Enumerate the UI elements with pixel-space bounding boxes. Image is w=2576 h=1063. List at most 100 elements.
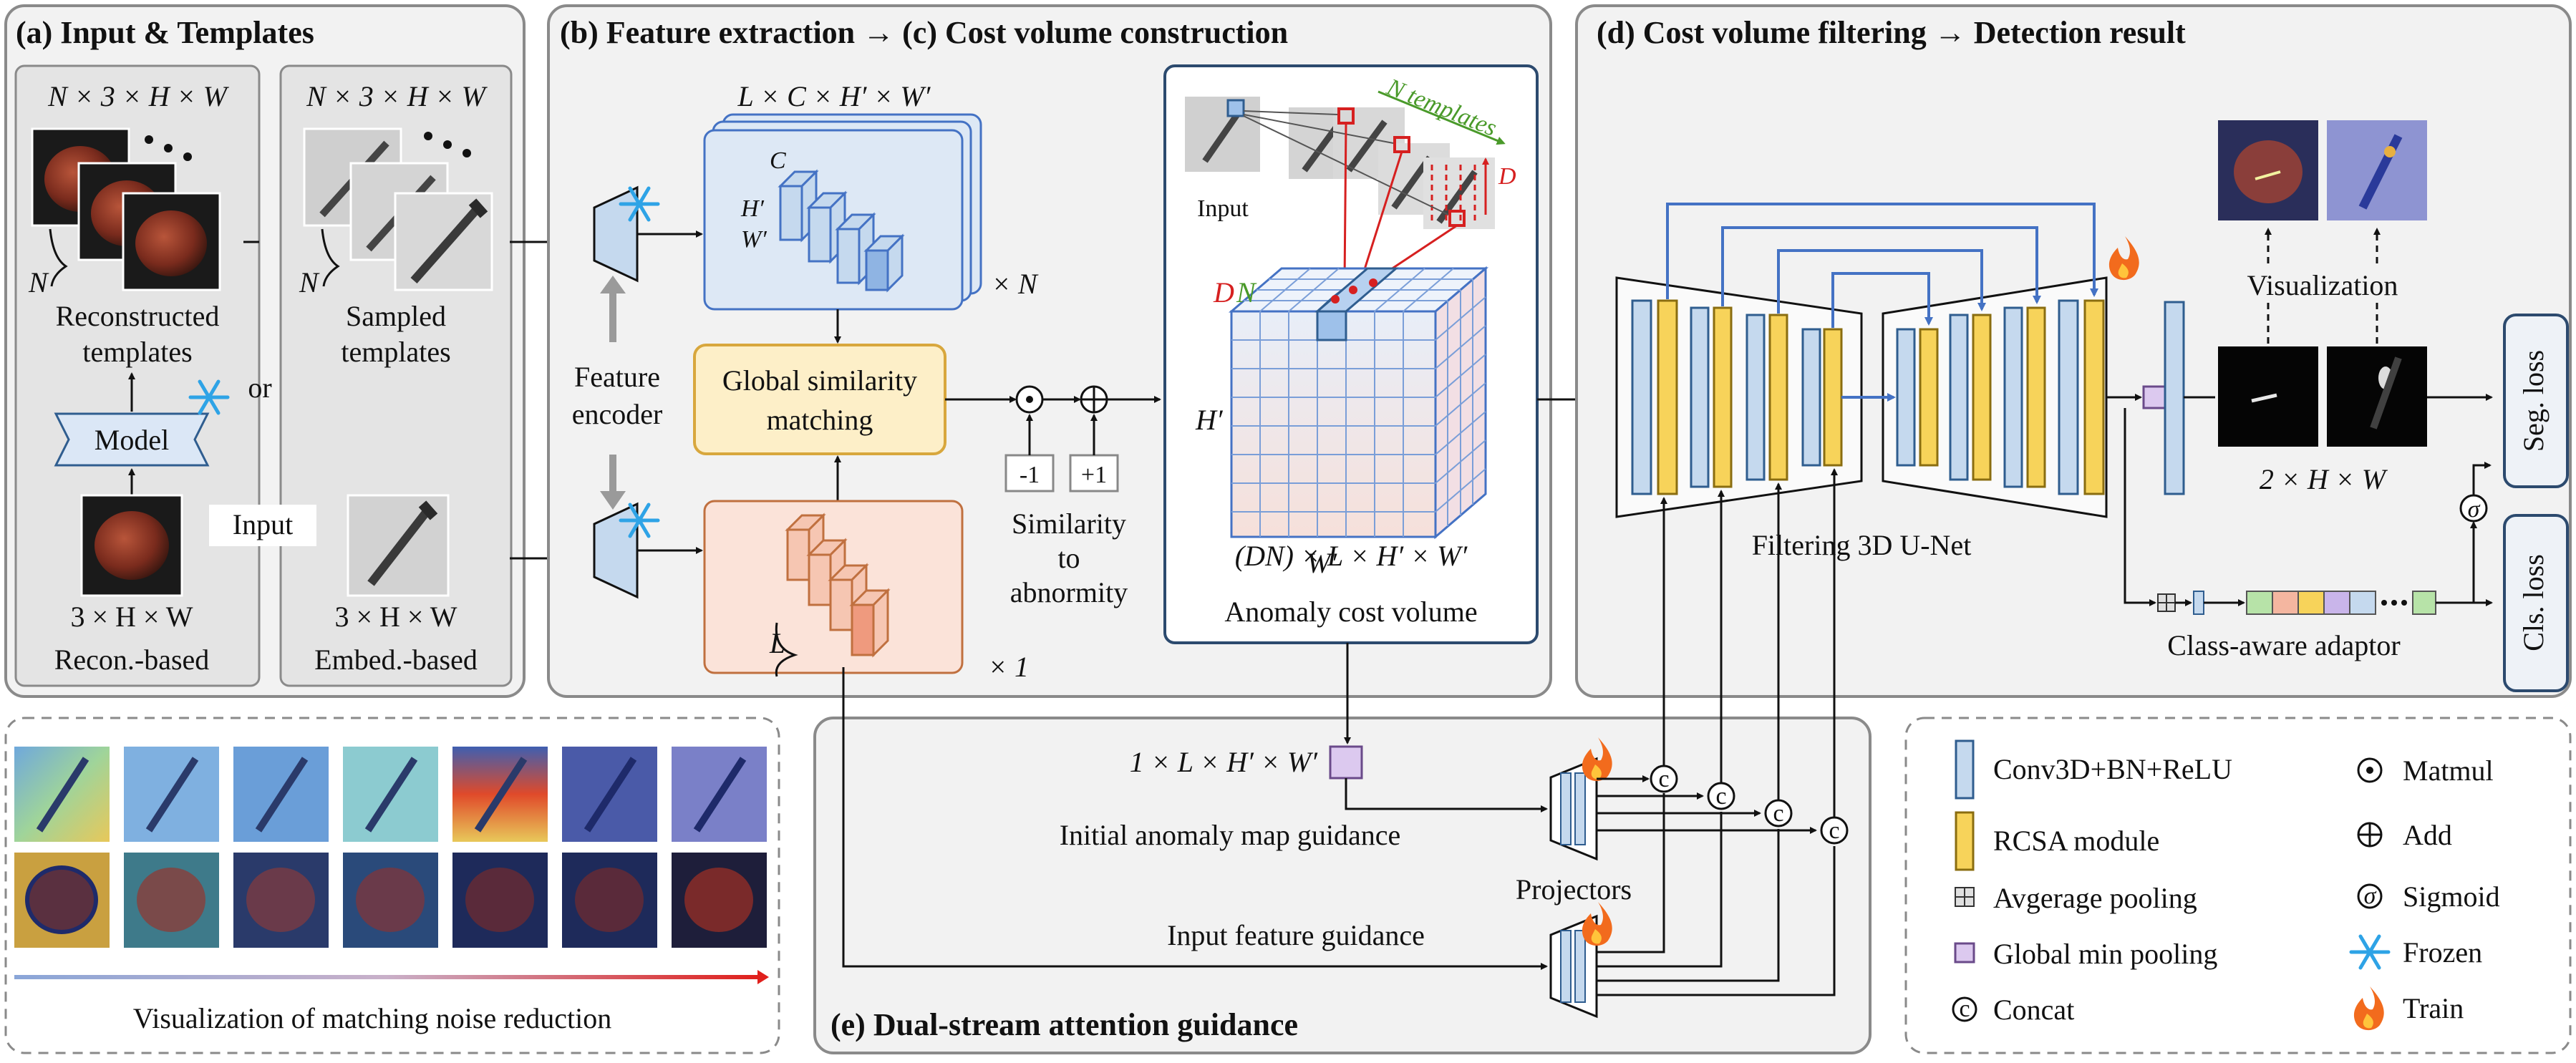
legend-sigmoid-label: Sigmoid: [2403, 880, 2500, 913]
sigmoid-symbol: σ: [2468, 496, 2481, 523]
adaptor-conv: [2193, 591, 2204, 615]
model-box: [54, 412, 210, 467]
legend-rcsa-label: RCSA module: [1993, 825, 2159, 857]
recon-based-label: Recon.-based: [54, 644, 210, 676]
adaptor-last-token: [2412, 591, 2436, 615]
noise-caption: Visualization of matching noise reductio…: [133, 1002, 612, 1034]
sampled-templates-line2: templates: [341, 336, 450, 368]
recon-dims-top: N × 3 × H × W: [47, 80, 230, 112]
panel-a-title: (a) Input & Templates: [16, 15, 314, 50]
panel-e-frame: [813, 717, 1872, 1054]
seg-loss-label: Seg. loss: [2517, 350, 2550, 452]
input-feature-guidance-line: [842, 667, 1548, 970]
feature-l-label: L: [769, 627, 785, 659]
input-label-bg: [209, 505, 316, 546]
cube-dn-n: N: [1236, 276, 1257, 309]
panel-e-title: (e) Dual-stream attention guidance: [831, 1007, 1298, 1042]
unet-decoder-blocks: [1896, 299, 2105, 495]
legend-avg-pool-label: Avgerage pooling: [1993, 882, 2197, 914]
concat-node-4: c: [1829, 817, 1839, 844]
panel-noise-reduction: Visualization of matching noise reductio…: [4, 717, 780, 1054]
seg-loss-box: [2503, 314, 2569, 488]
panel-feature-cost: (b) Feature extraction → (c) Cost volume…: [547, 4, 1552, 698]
recon-n-label: N: [28, 266, 49, 298]
legend-sigmoid-icon: [2357, 883, 2383, 909]
unet-skip-connections: [1666, 203, 2098, 328]
cost-volume-caption: Anomaly cost volume: [1224, 596, 1477, 628]
concat-to-unet-lines: [1660, 468, 1838, 817]
legend-train-label: Train: [2403, 992, 2464, 1024]
input-screw-image: [347, 494, 450, 597]
visualization-links: [2265, 228, 2381, 344]
cube-h-label: H′: [1195, 404, 1224, 436]
legend-frame: [1904, 717, 2572, 1054]
top-encoder-frozen-icon: [619, 186, 660, 222]
adaptor-avg-pool: [2157, 593, 2176, 612]
panel-bc-title: (b) Feature extraction → (c) Cost volume…: [560, 15, 1288, 50]
minus-one-label: -1: [1020, 462, 1040, 488]
bottom-encoder-frozen-icon: [619, 503, 660, 538]
noise-gradient-bar: [14, 975, 759, 979]
legend-rcsa-swatch: [1955, 811, 1975, 871]
output-min-pool: [2142, 385, 2166, 409]
reconstructed-template-images: [31, 127, 221, 291]
legend-matmul-label: Matmul: [2403, 754, 2494, 787]
legend-panel: Conv3D+BN+ReLU RCSA module Avgerage pool…: [1904, 717, 2572, 1054]
projectors-label: Projectors: [1516, 873, 1632, 906]
embed-dims-top: N × 3 × H × W: [306, 80, 488, 112]
visualization-label: Visualization: [2247, 269, 2398, 301]
times-n-label: × N: [992, 268, 1039, 300]
cls-loss-box: [2503, 514, 2569, 692]
panel-filtering: (d) Cost volume filtering → Detection re…: [1575, 4, 2572, 698]
initial-guidance-label: Initial anomaly map guidance: [1060, 819, 1401, 851]
legend-min-pool-label: Global min pooling: [1993, 938, 2217, 970]
concat-node-2: c: [1715, 783, 1726, 810]
feature-w-label: W′: [741, 226, 767, 253]
cube-dn-d: D: [1213, 276, 1234, 309]
legend-train-icon: [2353, 986, 2384, 1031]
sampled-templates-line1: Sampled: [346, 300, 446, 332]
panel-input-templates: (a) Input & Templates N × 3 × H × W N × …: [4, 4, 526, 698]
recon-n-brace: [49, 228, 68, 287]
adaptor-tokens: [2246, 591, 2376, 615]
bottom-encoder-shape: [593, 502, 639, 599]
embed-dims-bottom: 3 × H × W: [334, 601, 457, 633]
similarity-line3: abnormity: [1010, 576, 1128, 608]
legend-conv-label: Conv3D+BN+ReLU: [1993, 753, 2232, 785]
n-templates-arrow: [1377, 90, 1506, 145]
legend-sigmoid-symbol: σ: [2364, 883, 2377, 909]
noise-apple-row: [14, 853, 767, 948]
cls-loss-label: Cls. loss: [2517, 554, 2550, 651]
model-frozen-icon: [188, 379, 230, 415]
times-1-label: × 1: [988, 651, 1029, 683]
detection-visualization-images: [2218, 120, 2427, 447]
recon-dims-bottom: 3 × H × W: [70, 601, 193, 633]
cube-w-label: W′: [1307, 547, 1337, 579]
unet-label: Filtering 3D U-Net: [1752, 529, 1972, 561]
sampled-template-images: [303, 127, 493, 291]
unet-encoder-blocks: [1631, 299, 1843, 495]
input-guidance-label: Input feature guidance: [1167, 919, 1425, 951]
cost-volume-template-images: [1185, 97, 1495, 229]
legend-concat-label: Concat: [1993, 994, 2074, 1026]
template-feature-blocks: [778, 169, 905, 293]
input-apple-image: [80, 494, 183, 597]
recon-templates-line1: Reconstructed: [56, 300, 220, 332]
output-dims-label: 2 × H × W: [2260, 463, 2388, 495]
noise-screw-row: [14, 747, 767, 842]
encoder-label-line2: encoder: [572, 398, 663, 430]
projector-bottom-train-icon: [1582, 902, 1612, 946]
adaptor-label: Class-aware adaptor: [2167, 629, 2400, 661]
gsm-label-line1: Global similarity: [722, 364, 917, 397]
guidance-map-dims: 1 × L × H′ × W′: [1130, 746, 1318, 778]
embed-based-label: Embed.-based: [314, 644, 478, 676]
unet-decoder-trapezoid: [1882, 276, 2108, 518]
to-adaptor-line: [2124, 408, 2156, 606]
or-label: or: [248, 372, 271, 404]
panel-d-title: (d) Cost volume filtering → Detection re…: [1597, 15, 2186, 50]
encoder-label-line1: Feature: [574, 361, 660, 393]
legend-concat-symbol: c: [1959, 996, 1970, 1022]
gsm-box: [693, 344, 946, 455]
embed-n-label: N: [299, 266, 320, 298]
